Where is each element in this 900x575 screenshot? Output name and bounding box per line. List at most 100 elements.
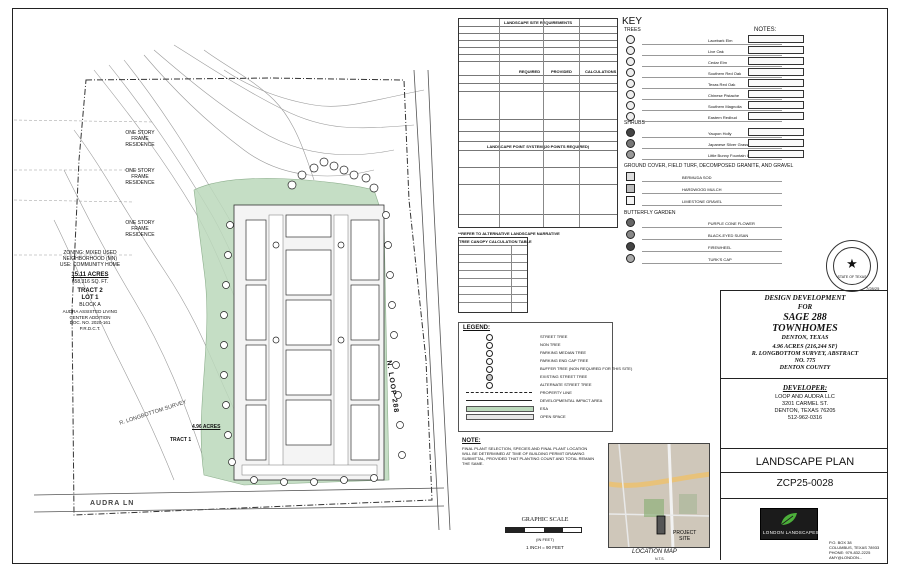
key-tree-row: Lacebark Elm bbox=[622, 35, 782, 45]
scale-unit: (IN FEET) bbox=[536, 537, 554, 542]
audra-ln-label: AUDRA LN bbox=[90, 500, 135, 507]
neighbor-2-line-2: FRAME bbox=[131, 174, 149, 180]
note-line-1: FINAL PLANT SELECTION, SPECIES AND FINAL… bbox=[462, 446, 588, 451]
zoning-line-1: ZONING: MIXED USED bbox=[63, 250, 117, 256]
legend-row: NON TREE bbox=[464, 341, 609, 349]
neighbor-1-line-2: FRAME bbox=[131, 136, 149, 142]
key-shrub-row: Japanese Silver Grass bbox=[622, 139, 782, 149]
key-ground-name: BERMUDA SOD bbox=[682, 175, 712, 180]
acreage-sf-label: 658,316 SQ. FT. bbox=[71, 279, 109, 285]
legend-label: OPEN SPACE bbox=[540, 414, 566, 419]
tract-2-block: 15.11 ACRES 658,316 SQ. FT. TRACT 2 LOT … bbox=[50, 272, 130, 331]
neighbor-label-3: ONE STORY FRAME RESIDENCE bbox=[110, 220, 170, 238]
title-block-divider bbox=[720, 448, 888, 449]
key-tree-row: Eastern Redbud bbox=[622, 112, 782, 122]
firm-line-3: PHONE: 979-832-2225 bbox=[829, 550, 871, 555]
note-title: NOTE: bbox=[462, 438, 481, 444]
tree-symbols bbox=[220, 157, 406, 486]
legend-title: LEGEND: bbox=[463, 325, 490, 331]
legend-row: ALTERNATE STREET TREE bbox=[464, 381, 609, 389]
key-tree-name: Chinese Pistache bbox=[708, 93, 740, 98]
zoning-line-2: NEIGHBORHOOD (MN) bbox=[62, 256, 118, 262]
county-label: DENTON COUNTY bbox=[779, 365, 831, 371]
neighbor-3-line-3: RESIDENCE bbox=[125, 232, 155, 238]
note-box bbox=[748, 68, 804, 76]
acreage-label: 15.11 ACRES bbox=[71, 272, 109, 278]
neighbor-1-line-3: RESIDENCE bbox=[125, 142, 155, 148]
legend-row: EXISTING STREET TREE bbox=[464, 373, 609, 381]
graphic-scale-bar bbox=[505, 527, 582, 533]
project-title-1: SAGE 288 bbox=[783, 312, 827, 323]
key-tree-name: Live Oak bbox=[708, 49, 724, 54]
neighbor-2-line-1: ONE STORY bbox=[125, 168, 155, 174]
key-tree-row: Texas Red Oak bbox=[622, 79, 782, 89]
note-line-2: WILL BE DETERMINED AT TIME OF BUILDING P… bbox=[462, 451, 585, 456]
tract-2-label: TRACT 2 bbox=[77, 288, 103, 294]
seal-date: 7/28/25 bbox=[866, 286, 880, 291]
note-box bbox=[748, 79, 804, 87]
note-box bbox=[748, 101, 804, 109]
lot-1-label: LOT 1 bbox=[81, 295, 99, 301]
title-block-divider bbox=[720, 498, 888, 499]
tract-1-label: TRACT 1 bbox=[170, 437, 192, 443]
neighbor-3-line-2: FRAME bbox=[131, 226, 149, 232]
legend-row: PARKING MEDIAN TREE bbox=[464, 349, 609, 357]
key-ground-row: BERMUDA SOD bbox=[622, 172, 782, 182]
survey-title-1: R. LONGBOTTOM SURVEY, ABSTRACT bbox=[751, 351, 859, 357]
requirements-footnote: **REFER TO ALTERNATIVE LANDSCAPE NARRATI… bbox=[458, 231, 560, 236]
legend-label: DEVELOPMENTAL IMPACT AREA bbox=[540, 398, 603, 403]
note-line-3: SUBMITTAL, PROVIDED THAT PLANTING COUNT … bbox=[462, 456, 595, 461]
firm-info: P.O. BOX 38 COLUMBUS, TEXAS 78933 PHONE:… bbox=[829, 540, 879, 560]
legend-label: BUFFER TREE (NON REQUIRED FOR THIS SITE) bbox=[540, 366, 633, 371]
landscape-requirements-table: LANDSCAPE SITE REQUIREMENTS REQUIRED PRO… bbox=[458, 18, 618, 228]
seal-text: STATE OF TEXAS bbox=[837, 275, 867, 279]
key-tree-name: Lacebark Elm bbox=[708, 38, 733, 43]
firm-line-2: COLUMBUS, TEXAS 78933 bbox=[829, 545, 880, 550]
site-plan bbox=[14, 44, 451, 531]
key-tree-row: Southern Magnolia bbox=[622, 101, 782, 111]
site-acres-label: 4.96 ACRES bbox=[192, 424, 221, 430]
key-shrub-row: Yaupon Holly bbox=[622, 128, 782, 138]
note-box bbox=[748, 128, 804, 136]
title-block-divider bbox=[720, 378, 888, 379]
note-line-4: THE SAME. bbox=[462, 461, 484, 466]
developer-line-1: LOOP AND AUDRA LLC bbox=[775, 394, 835, 400]
key-ground-row: LIMESTONE GRAVEL bbox=[622, 196, 782, 206]
key-notes-label: NOTES: bbox=[754, 27, 777, 33]
key-butterfly-row: FIREWHEEL bbox=[622, 242, 782, 252]
key-trees-label: TREES bbox=[624, 27, 641, 33]
location-map-label: LOCATION MAP bbox=[632, 549, 677, 555]
req-col-provided: PROVIDED bbox=[551, 69, 572, 74]
addition-line-3: DOC. NO. 2020-161 bbox=[69, 320, 111, 325]
legend-row: PROPERTY LINE bbox=[464, 389, 609, 397]
key-butterfly-name: FIREWHEEL bbox=[708, 245, 732, 250]
requirements-title: LANDSCAPE SITE REQUIREMENTS bbox=[503, 20, 573, 25]
neighbor-label-1: ONE STORY FRAME RESIDENCE bbox=[110, 130, 170, 148]
key-shrub-name: Yaupon Holly bbox=[708, 131, 732, 136]
tree-calc-title: TREE CANOPY CALCULATION TABLE bbox=[459, 239, 532, 244]
legend-label: ALTERNATE STREET TREE bbox=[540, 382, 592, 387]
key-butterfly-label: BUTTERFLY GARDEN bbox=[624, 210, 676, 216]
key-ground-row: HARDWOOD MULCH bbox=[622, 184, 782, 194]
key-title: KEY bbox=[622, 16, 643, 27]
legend-row: PARKING END CAP TREE bbox=[464, 357, 609, 365]
legend-box: LEGEND: bbox=[458, 322, 613, 432]
req-col-required: REQUIRED bbox=[519, 69, 541, 74]
survey-title-2: NO. 775 bbox=[794, 358, 816, 364]
legend-row: ESA bbox=[464, 405, 609, 413]
zoning-line-3: USE: COMMUNITY HOME bbox=[59, 262, 121, 268]
title-block-divider bbox=[720, 472, 888, 473]
key-tree-row: Chinese Pistache bbox=[622, 90, 782, 100]
key-butterfly-name: BLACK-EYED SUSAN bbox=[708, 233, 749, 238]
addition-line-2: CENTER ADDITION bbox=[69, 314, 111, 320]
audra-ln-edge bbox=[33, 487, 445, 496]
location-map-scale: N.T.S. bbox=[655, 557, 665, 561]
legend-row: OPEN SPACE bbox=[464, 413, 609, 421]
developer-line-4: 512-962-0316 bbox=[787, 415, 823, 421]
firm-line-4: AMY@LONDON... bbox=[829, 555, 863, 560]
key-tree-row: Cedar Elm bbox=[622, 57, 782, 67]
note-box bbox=[748, 57, 804, 65]
legend-label: STREET TREE bbox=[540, 334, 568, 339]
company-logo: LONDON LANDSCAPES bbox=[760, 508, 819, 540]
